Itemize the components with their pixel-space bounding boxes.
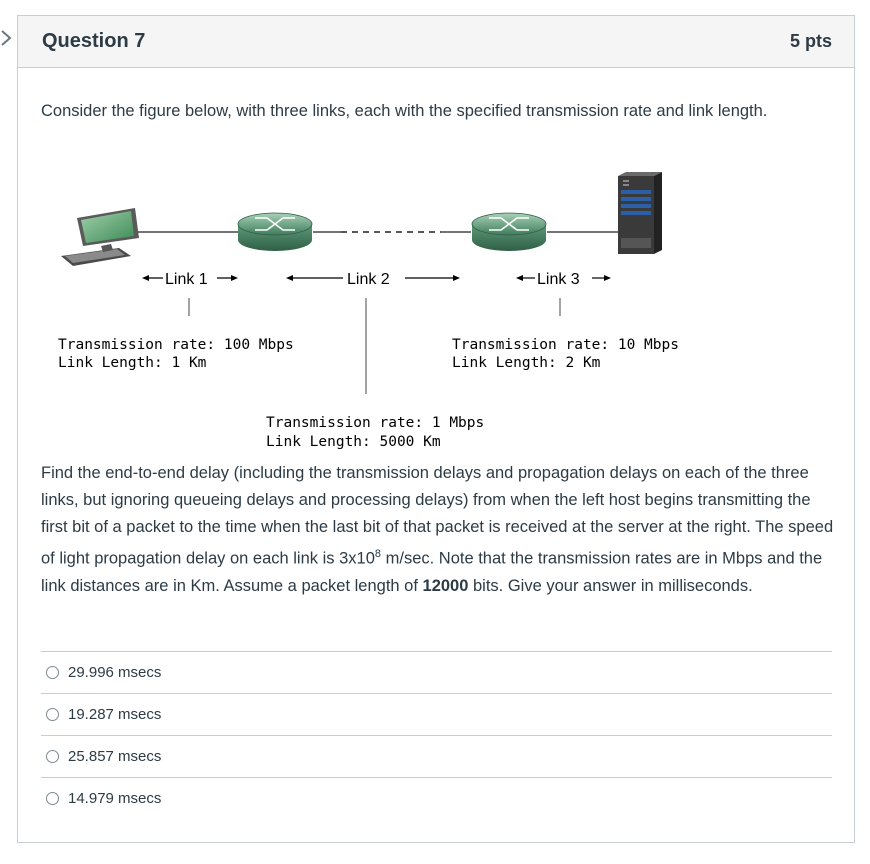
previous-arrow-icon[interactable] [0, 26, 14, 50]
radio-button[interactable] [46, 708, 59, 721]
answer-label: 25.857 msecs [68, 748, 161, 765]
question-card: Question 7 5 pts Consider the figure bel… [17, 15, 855, 843]
svg-text:Link Length: 1 Km: Link Length: 1 Km [58, 355, 207, 371]
radio-button[interactable] [46, 792, 59, 805]
svg-text:Transmission rate: 1 Mbps: Transmission rate: 1 Mbps [266, 415, 484, 431]
answer-option[interactable]: 19.287 msecs [41, 693, 832, 735]
link-3-specs: Transmission rate: 10 Mbps Link Length: … [452, 337, 679, 371]
question-title: Question 7 [42, 30, 145, 53]
radio-button[interactable] [46, 750, 59, 763]
radio-button[interactable] [46, 666, 59, 679]
question-intro: Consider the figure below, with three li… [41, 102, 767, 121]
host-computer-icon [61, 208, 139, 266]
link-1-specs: Transmission rate: 100 Mbps Link Length:… [58, 337, 294, 371]
svg-text:Link 2: Link 2 [347, 271, 390, 288]
router-1-icon [238, 213, 312, 251]
answer-option[interactable]: 14.979 msecs [41, 777, 832, 819]
answer-list: 29.996 msecs 19.287 msecs 25.857 msecs 1… [41, 651, 832, 819]
server-icon [618, 172, 662, 254]
answer-option[interactable]: 29.996 msecs [41, 651, 832, 693]
answer-label: 29.996 msecs [68, 664, 161, 681]
router-2-icon [472, 213, 546, 251]
link-2-specs: Transmission rate: 1 Mbps Link Length: 5… [266, 415, 484, 450]
question-prompt: Find the end-to-end delay (including the… [41, 460, 841, 600]
svg-text:Link Length: 2 Km: Link Length: 2 Km [452, 355, 601, 371]
link-2-label: Link 2 [286, 271, 460, 394]
answer-label: 19.287 msecs [68, 706, 161, 723]
link-3-label: Link 3 [516, 271, 611, 316]
svg-text:Transmission rate: 100 Mbps: Transmission rate: 100 Mbps [58, 337, 294, 353]
svg-text:Link 3: Link 3 [537, 271, 580, 288]
svg-text:Transmission rate: 10 Mbps: Transmission rate: 10 Mbps [452, 337, 679, 353]
network-figure: Link 1 Link 2 [41, 160, 831, 460]
svg-text:Link 1: Link 1 [165, 271, 208, 288]
svg-text:Link Length: 5000 Km: Link Length: 5000 Km [266, 434, 441, 450]
question-points: 5 pts [790, 31, 832, 52]
answer-label: 14.979 msecs [68, 790, 161, 807]
answer-option[interactable]: 25.857 msecs [41, 735, 832, 777]
packet-length-value: 12000 [423, 577, 469, 595]
link-1-label: Link 1 [142, 271, 238, 316]
question-header: Question 7 5 pts [18, 16, 854, 68]
